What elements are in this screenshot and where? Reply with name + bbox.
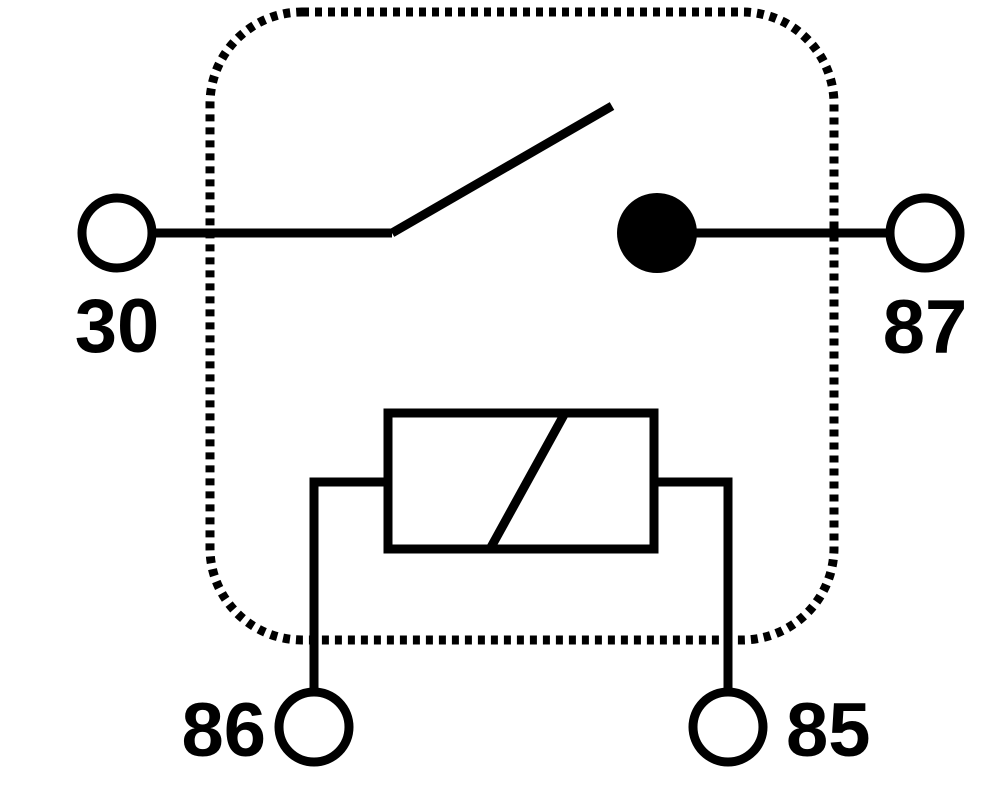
terminal-30 bbox=[77, 193, 157, 273]
pin-label-30: 30 bbox=[75, 284, 160, 369]
switch-arm bbox=[389, 102, 615, 237]
coil-box bbox=[383, 408, 659, 554]
terminal-86 bbox=[274, 687, 354, 767]
fixed-contact-dot bbox=[617, 193, 697, 273]
wire-85 bbox=[654, 477, 733, 692]
pin-label-87: 87 bbox=[883, 285, 968, 370]
pin-label-86: 86 bbox=[181, 688, 266, 773]
pin-label-85: 85 bbox=[786, 688, 871, 773]
terminal-87 bbox=[885, 193, 965, 273]
terminal-85 bbox=[688, 687, 768, 767]
relay-enclosure bbox=[205, 7, 839, 645]
wire-86 bbox=[309, 477, 388, 692]
coil-diagonal bbox=[486, 410, 569, 552]
